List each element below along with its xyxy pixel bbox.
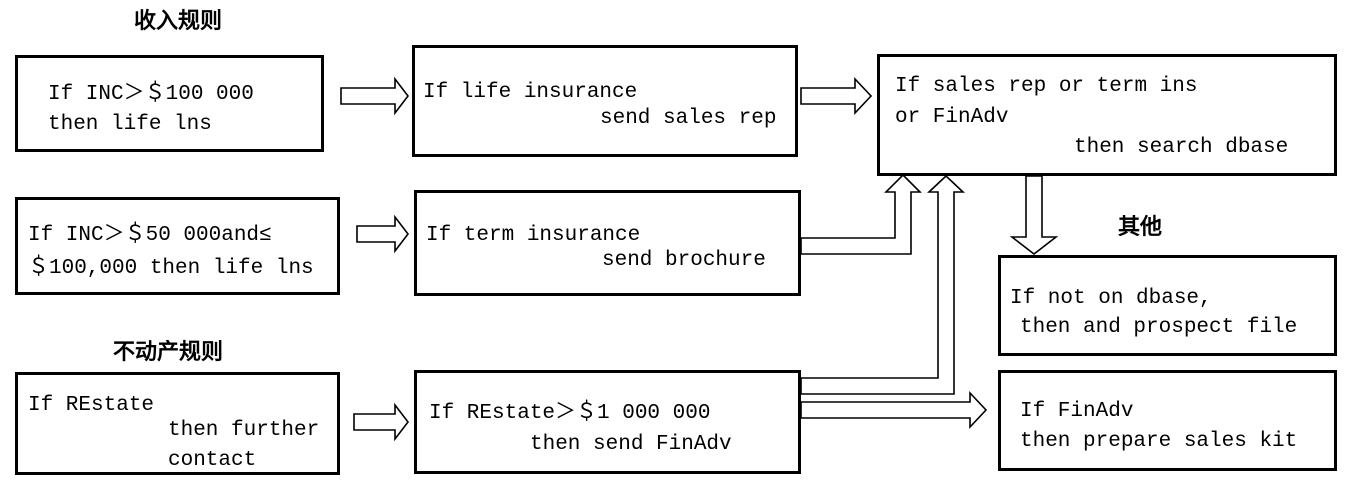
rule-box-life-insurance: If life insurance send sales rep	[412, 45, 798, 157]
rule-box-line: or FinAdv	[895, 106, 1009, 129]
rule-box-not-on-dbase: If not on dbase, then and prospect file	[998, 255, 1337, 356]
rule-box-line: send sales rep	[600, 107, 777, 130]
other-label: 其他	[1118, 215, 1163, 240]
rule-box-term-insurance: If term insurance send brochure	[414, 190, 801, 296]
rule-box-line: then search dbase	[1074, 136, 1289, 159]
rule-box-line: If FinAdv	[1020, 400, 1134, 423]
rule-box-line: ＄100,000 then life lns	[28, 257, 314, 280]
rule-box-real-estate: If REstate then further contact	[15, 372, 340, 475]
rule-box-income-100k: If INC＞＄100 000 then life lns	[15, 55, 324, 152]
arrow-real-estate-1m-to-search-dbase	[800, 174, 966, 395]
rule-box-search-dbase: If sales rep or term ins or FinAdv then …	[877, 54, 1337, 176]
arrow-real-estate-to-real-estate-1m	[353, 402, 410, 442]
rule-box-line: If not on dbase,	[1010, 287, 1212, 310]
rule-box-finadv: If FinAdv then prepare sales kit	[998, 370, 1337, 471]
arrow-real-estate-1m-to-finadv	[800, 390, 988, 430]
rule-box-line: If life insurance	[423, 81, 638, 104]
rule-box-line: then life lns	[48, 113, 212, 136]
rule-box-line: then prepare sales kit	[1020, 430, 1298, 453]
rule-box-line: If term insurance	[426, 224, 641, 247]
rule-box-line: If REstate＞＄1 000 000	[429, 402, 711, 425]
rule-box-line: If sales rep or term ins	[895, 75, 1198, 98]
rule-box-line: then send FinAdv	[530, 433, 732, 456]
arrow-term-insurance-to-search-dbase	[800, 173, 922, 255]
rule-box-line: then and prospect file	[1020, 316, 1298, 339]
rule-box-real-estate-1m: If REstate＞＄1 000 000 then send FinAdv	[414, 370, 801, 474]
arrow-life-insurance-to-search-dbase	[800, 76, 873, 116]
rule-box-line: If REstate	[28, 394, 155, 417]
income-rules-label: 收入规则	[134, 9, 223, 34]
arrow-search-dbase-to-not-on-dbase	[1009, 175, 1059, 256]
rule-box-line: then further	[168, 419, 320, 442]
rule-box-income-50k: If INC＞＄50 000and≤ ＄100,000 then life ln…	[15, 197, 340, 295]
rule-box-line: If INC＞＄50 000and≤	[28, 224, 272, 247]
arrow-income-100k-to-life-insurance	[340, 76, 410, 116]
rule-box-line: If INC＞＄100 000	[48, 83, 254, 106]
rule-box-line: send brochure	[602, 249, 766, 272]
rule-box-line: contact	[168, 449, 257, 472]
arrow-income-50k-to-term-insurance	[356, 214, 410, 254]
real-estate-rules-label: 不动产规则	[113, 340, 224, 365]
